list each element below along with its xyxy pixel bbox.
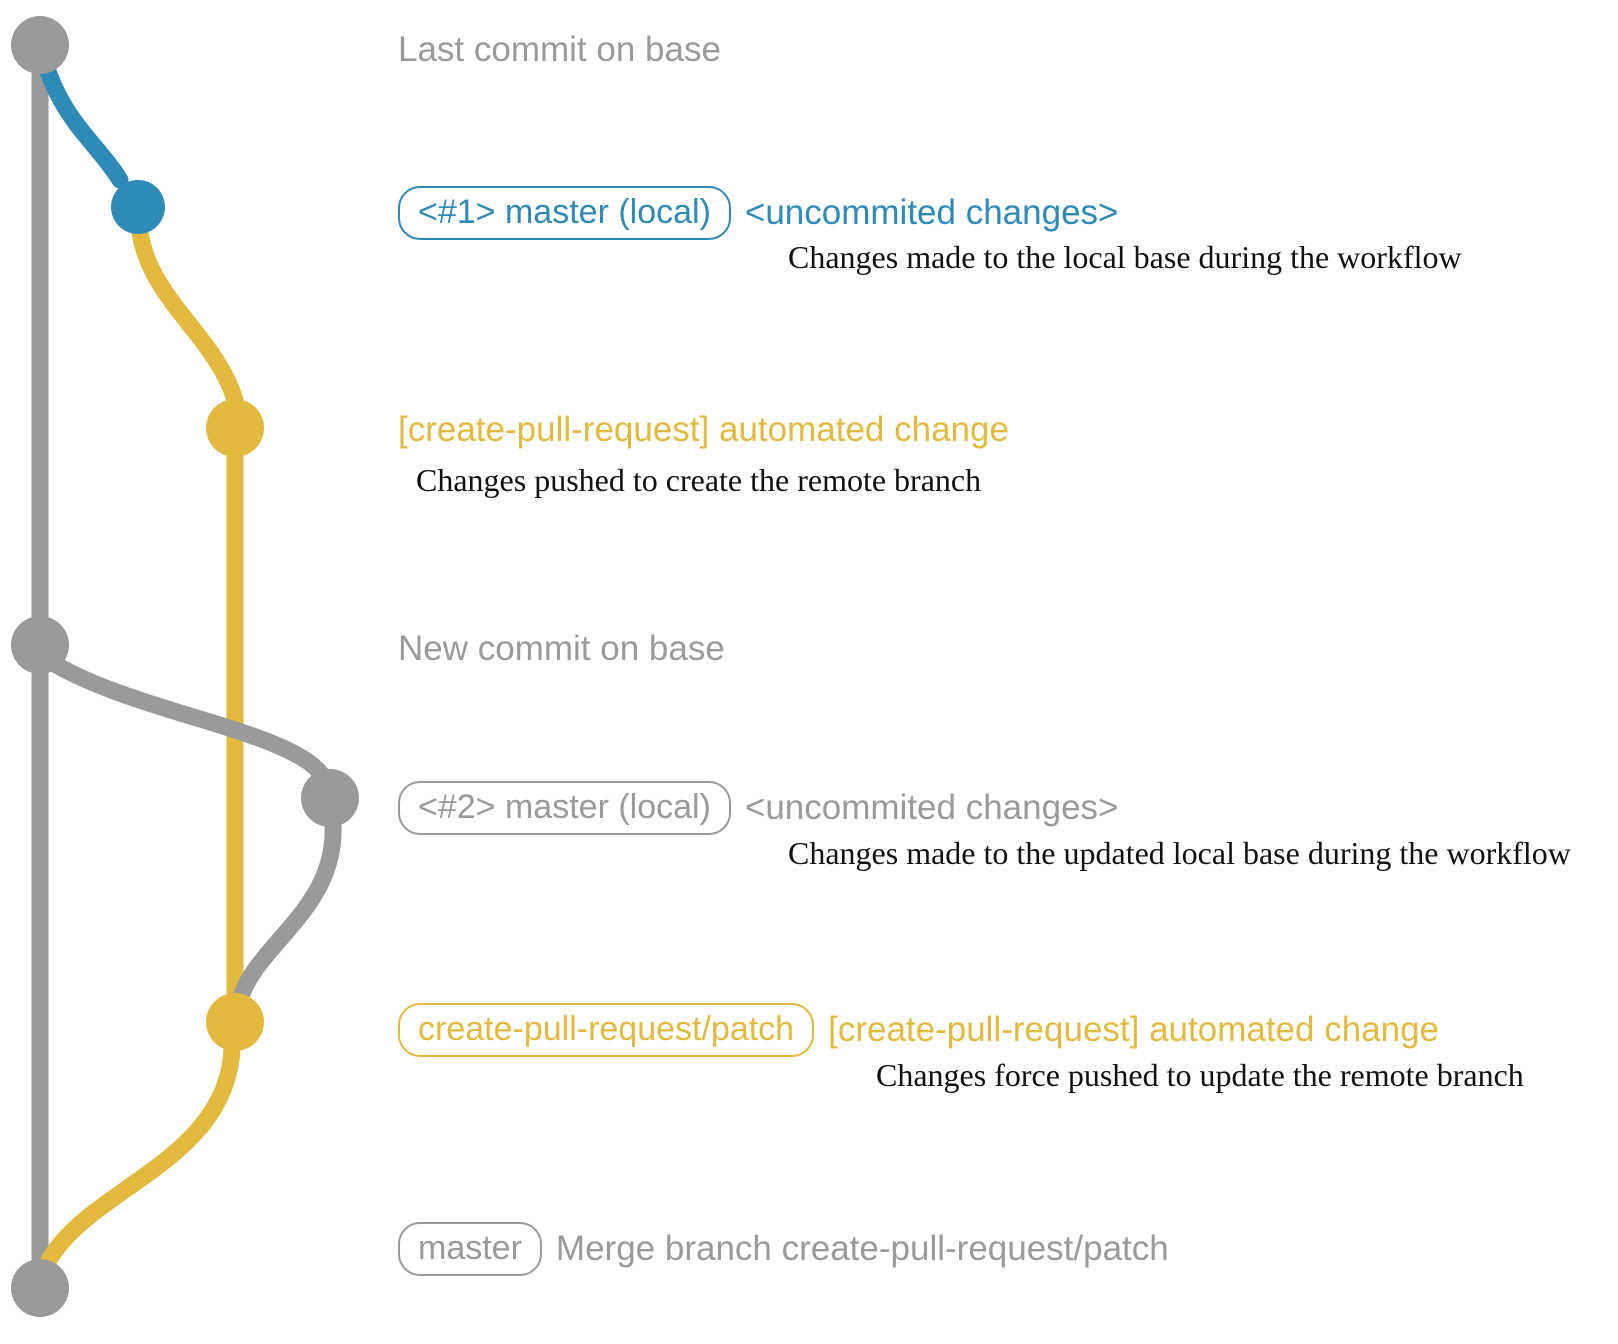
commit-subject-master-local-1: <uncommited changes>	[744, 192, 1119, 232]
commit-dot-patch-1[interactable]	[206, 399, 264, 457]
commit-dot-base-new[interactable]	[11, 616, 69, 674]
commit-note-master-local-1: Changes made to the local base during th…	[788, 239, 1462, 275]
commit-row-merge-commit: master Merge branch create-pull-request/…	[398, 1222, 1169, 1276]
commit-dot-local-1[interactable]	[111, 180, 165, 234]
commit-subject-master-local-2: <uncommited changes>	[744, 787, 1119, 827]
commit-subject-new-commit-on-base: New commit on base	[398, 629, 725, 668]
commit-row-automated-change-1: [create-pull-request] automated change	[398, 410, 1009, 450]
commit-note-automated-change-2: Changes force pushed to update the remot…	[876, 1057, 1524, 1093]
commit-row-master-local-1: <#1> master (local) <uncommited changes>	[398, 186, 1118, 240]
commit-row-new-commit-on-base: New commit on base	[398, 629, 725, 669]
ref-badge-master[interactable]: master	[398, 1222, 542, 1276]
commit-row-master-local-2: <#2> master (local) <uncommited changes>	[398, 781, 1118, 835]
commit-subject-automated-change-2: [create-pull-request] automated change	[828, 1009, 1440, 1049]
commit-dot-merge[interactable]	[11, 1259, 69, 1317]
local-branch-line-1	[33, 43, 129, 189]
ref-badge-master-local-2[interactable]: <#2> master (local)	[398, 781, 731, 835]
commit-dot-local-2[interactable]	[301, 769, 359, 827]
commit-subject-merge-commit: Merge branch create-pull-request/patch	[555, 1228, 1169, 1268]
commit-row-automated-change-2: create-pull-request/patch [create-pull-r…	[398, 1003, 1439, 1057]
commit-dot-patch-2[interactable]	[206, 993, 264, 1051]
ref-badge-create-pull-request-patch[interactable]: create-pull-request/patch	[398, 1003, 815, 1057]
local-branch-line-2	[39, 651, 331, 784]
patch-branch-line-1	[131, 223, 244, 409]
patch-merge-line	[36, 1041, 241, 1277]
commit-note-automated-change-1: Changes pushed to create the remote bran…	[416, 462, 982, 498]
commit-subject-last-commit-on-base: Last commit on base	[398, 30, 721, 69]
commit-note-master-local-2: Changes made to the updated local base d…	[788, 835, 1571, 871]
commit-subject-automated-change-1: [create-pull-request] automated change	[398, 410, 1009, 449]
local-to-patch-line	[231, 817, 342, 1009]
commit-row-last-commit-on-base: Last commit on base	[398, 30, 721, 70]
ref-badge-master-local-1[interactable]: <#1> master (local)	[398, 186, 731, 240]
commit-dot-base-head[interactable]	[11, 16, 69, 74]
